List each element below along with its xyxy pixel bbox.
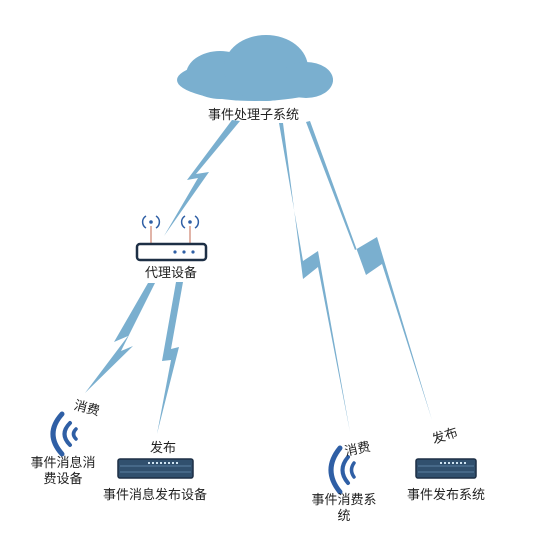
- link-cloud-proxy-bolt: [164, 120, 240, 236]
- link-cloud-consume-system-bolt: [279, 123, 350, 432]
- consume-system-label: 事件消费系统: [311, 493, 377, 524]
- cloud-label: 事件处理子系统: [208, 108, 300, 123]
- cloud-icon: [177, 35, 333, 101]
- publish-device-label: 事件消息发布设备: [103, 488, 208, 503]
- router-icon: [135, 215, 208, 262]
- link-proxy-publish-device-bolt: [157, 282, 183, 434]
- edge-label-publish-left: 发布: [150, 441, 177, 456]
- consume-device-label: 事件消息消费设备: [30, 456, 96, 487]
- switch-icon-publish-system: [415, 458, 477, 479]
- proxy-label: 代理设备: [145, 266, 198, 281]
- link-cloud-publish-system-bolt: [306, 121, 432, 420]
- publish-system-label: 事件发布系统: [407, 488, 486, 503]
- switch-icon-publish-device: [117, 458, 194, 479]
- signal-icon-consume-device: [50, 411, 78, 457]
- link-proxy-consume-device-bolt: [85, 283, 155, 393]
- signal-icon-consume-system: [328, 445, 356, 495]
- lightning-bolts: [85, 120, 432, 434]
